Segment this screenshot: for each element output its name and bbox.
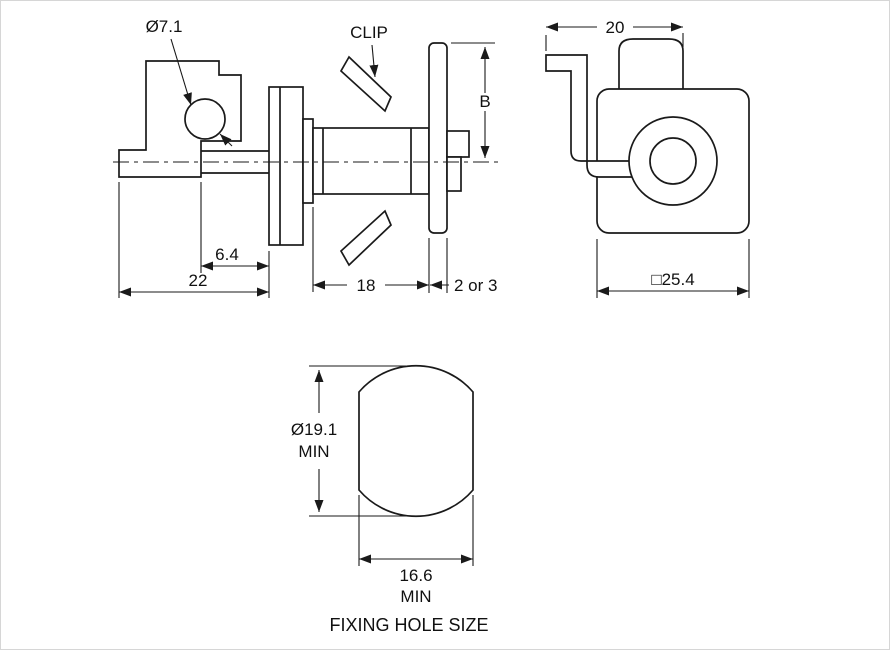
cam-plate xyxy=(118,60,242,178)
dimension-b: B xyxy=(451,42,495,158)
side-view: Ø7.1 CLIP B 6.4 22 xyxy=(113,17,498,298)
flange xyxy=(268,86,304,246)
dim-22-label: 22 xyxy=(189,271,208,290)
b-label: B xyxy=(479,92,490,111)
hole-leader-arrow xyxy=(170,38,192,106)
center-circle xyxy=(649,137,697,185)
shaft-end-step-1 xyxy=(446,130,470,158)
mounting-hole xyxy=(184,98,226,140)
callout-hole-diameter: Ø7.1 xyxy=(146,17,233,147)
shaft-end-step-2 xyxy=(446,156,462,192)
fixing-hole-view: Ø19.1 MIN 16.6 MIN FIXING HOLE SIZE xyxy=(291,364,489,635)
hole-leader-arrow-2 xyxy=(219,133,233,147)
dimension-19-1: Ø19.1 MIN xyxy=(291,365,406,517)
clip-label: CLIP xyxy=(350,23,388,42)
retaining-clip-top xyxy=(339,55,393,113)
callout-clip: CLIP xyxy=(350,23,388,78)
dimension-16-6: 16.6 MIN xyxy=(358,495,474,606)
dim-25-4-label: □25.4 xyxy=(651,270,694,289)
clip-arrow xyxy=(369,44,379,78)
fixing-hole-outline xyxy=(358,364,474,518)
dimension-18: 18 xyxy=(312,207,430,295)
front-view: 20 □25.4 xyxy=(545,18,750,298)
dim-20-label: 20 xyxy=(606,18,625,37)
dimension-20: 20 xyxy=(545,18,684,51)
collar xyxy=(302,118,314,204)
barrel xyxy=(312,127,430,195)
dim-18-label: 18 xyxy=(357,276,376,295)
dim-19-1-min-label: MIN xyxy=(298,442,329,461)
dim-6-4-label: 6.4 xyxy=(215,245,239,264)
dimension-22: 22 xyxy=(118,182,269,298)
cam-tip-bump xyxy=(618,38,684,89)
retaining-clip-bottom xyxy=(339,209,393,267)
dimension-6-4: 6.4 xyxy=(200,182,270,298)
dimension-2-or-3: 2 or 3 xyxy=(430,238,497,295)
dim-16-6-label: 16.6 xyxy=(399,566,432,585)
dimension-25-4: □25.4 xyxy=(596,239,750,298)
dim-16-6-min-label: MIN xyxy=(400,587,431,606)
dim-19-1-label: Ø19.1 xyxy=(291,420,337,439)
fixing-hole-caption: FIXING HOLE SIZE xyxy=(329,615,488,635)
cam-blade xyxy=(428,42,448,234)
hole-diameter-label: Ø7.1 xyxy=(146,17,183,36)
dim-2-or-3-label: 2 or 3 xyxy=(454,276,497,295)
